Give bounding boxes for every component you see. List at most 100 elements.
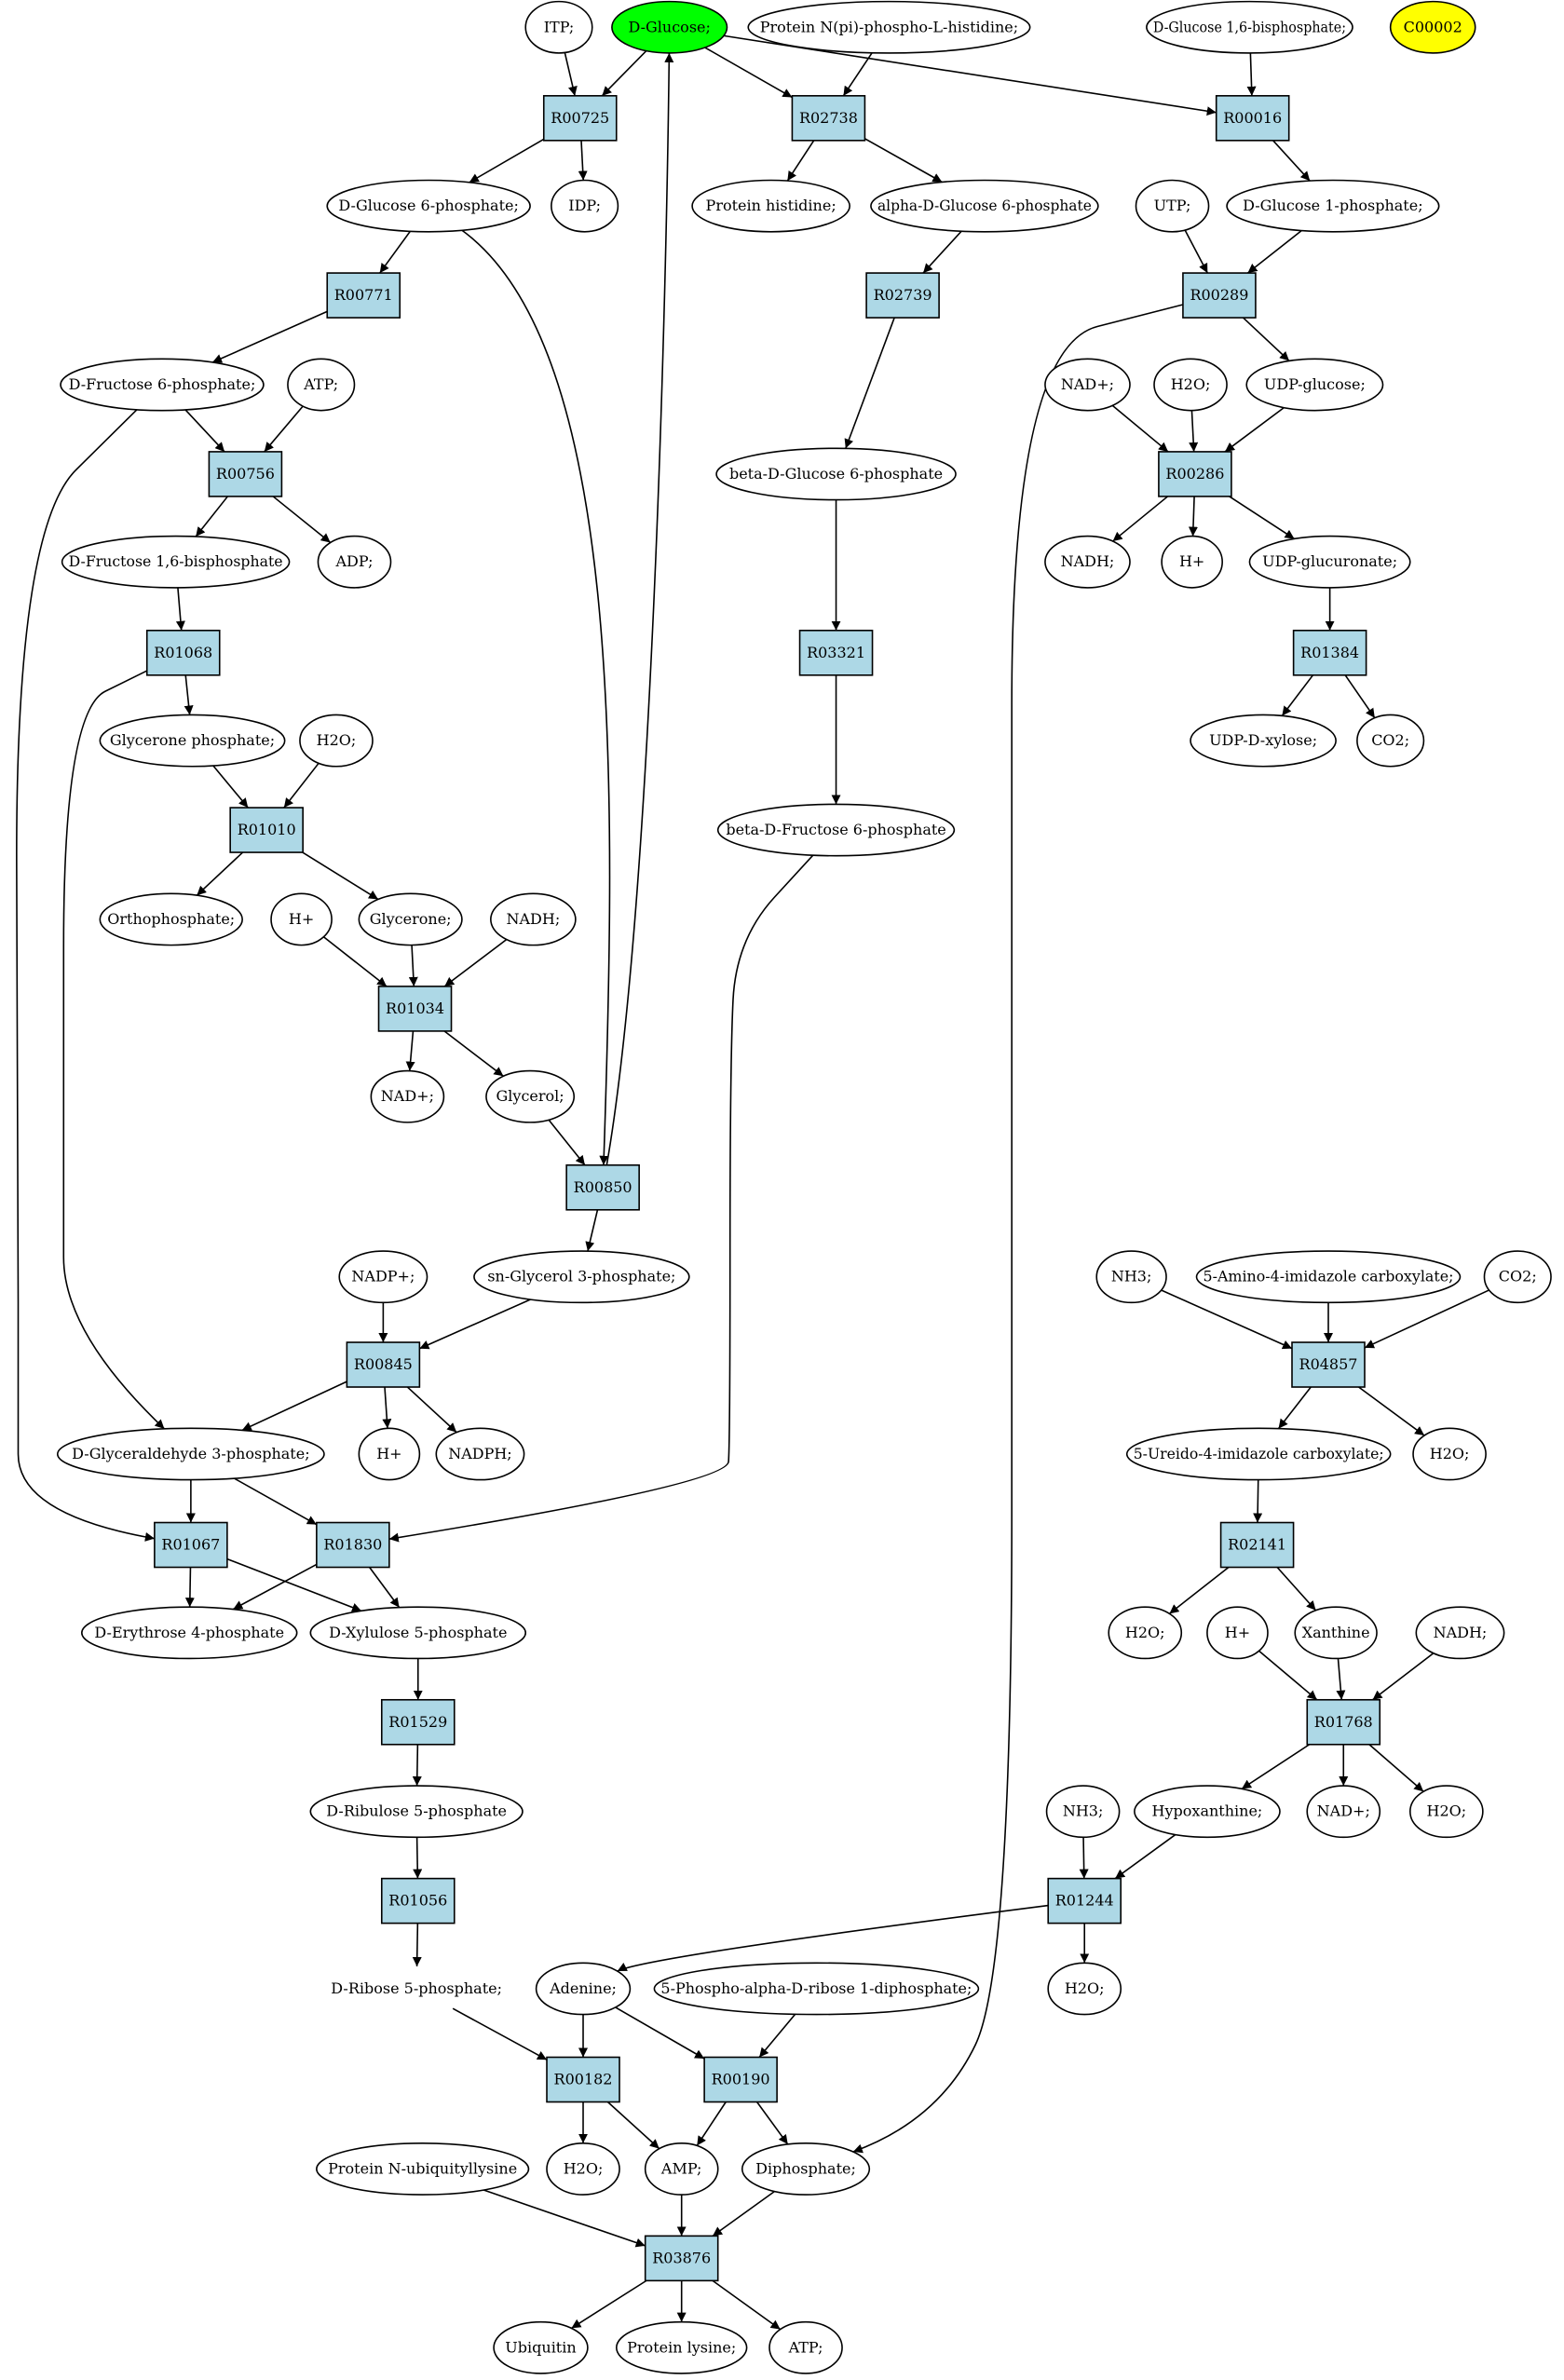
compound-node-atp2[interactable]: ATP; [768, 2320, 843, 2374]
reaction-node-r00756[interactable]: R00756 [208, 451, 283, 497]
compound-label: Hypoxanthine; [1152, 1802, 1263, 1820]
compound-node-hp1[interactable]: H+ [1161, 535, 1223, 589]
compound-node-atp1[interactable]: ATP; [287, 358, 356, 412]
compound-node-nadph[interactable]: NADPH; [435, 1427, 525, 1481]
reaction-node-r00190[interactable]: R00190 [703, 2056, 778, 2103]
compound-node-nadp2[interactable]: NAD+; [370, 1069, 445, 1123]
compound-node-nadh2[interactable]: NADH; [490, 892, 577, 946]
compound-node-bg6p[interactable]: beta-D-Glucose 6-phosphate [715, 447, 957, 501]
compound-node-nh3a[interactable]: NH3; [1095, 1250, 1167, 1304]
compound-node-udpga[interactable]: UDP-glucuronate; [1248, 535, 1411, 589]
reaction-node-r00016[interactable]: R00016 [1215, 95, 1290, 142]
reaction-node-r02141[interactable]: R02141 [1219, 1521, 1295, 1569]
compound-ellipse [741, 2142, 871, 2196]
compound-node-xan[interactable]: Xanthine [1294, 1606, 1378, 1660]
reaction-node-r03876[interactable]: R03876 [644, 2235, 719, 2282]
reaction-node-r01244[interactable]: R01244 [1047, 1877, 1122, 1924]
reaction-node-r03321[interactable]: R03321 [798, 630, 874, 676]
compound-node-nadh1[interactable]: NADH; [1044, 535, 1131, 589]
compound-node-h2o4[interactable]: H2O; [1108, 1606, 1183, 1660]
compound-node-hp4[interactable]: H+ [1206, 1606, 1269, 1660]
reaction-node-r01056[interactable]: R01056 [380, 1877, 456, 1924]
compound-node-h2o1[interactable]: H2O; [1153, 358, 1228, 412]
reaction-node-r01384[interactable]: R01384 [1292, 630, 1367, 676]
compound-node-pnph[interactable]: Protein N(pi)-phospho-L-histidine; [747, 0, 1031, 54]
compound-node-pnub[interactable]: Protein N-ubiquityllysine [316, 2142, 530, 2196]
compound-node-f16bp[interactable]: D-Fructose 1,6-bisphosphate [61, 535, 291, 589]
compound-node-hypx[interactable]: Hypoxanthine; [1134, 1785, 1281, 1839]
reaction-node-r01068[interactable]: R01068 [145, 630, 221, 676]
compound-node-udpg[interactable]: UDP-glucose; [1245, 358, 1384, 412]
compound-node-co2b[interactable]: CO2; [1483, 1250, 1552, 1304]
compound-label: D-Glucose 1,6-bisphosphate; [1153, 18, 1346, 35]
reaction-label: R03321 [807, 644, 865, 661]
compound-label: H+ [1179, 552, 1204, 570]
compound-node-co2a[interactable]: CO2; [1356, 714, 1425, 768]
reaction-node-r00725[interactable]: R00725 [542, 95, 618, 142]
compound-node-g16bp[interactable]: D-Glucose 1,6-bisphosphate; [1146, 0, 1353, 54]
compound-node-dglc[interactable]: D-Glucose; [611, 0, 728, 54]
compound-node-hp2[interactable]: H+ [270, 892, 333, 946]
compound-node-h2o3[interactable]: H2O; [1412, 1427, 1487, 1481]
compound-node-utp[interactable]: UTP; [1135, 179, 1210, 233]
compound-node-ru5p[interactable]: D-Ribulose 5-phosphate [309, 1785, 524, 1839]
reaction-node-r00845[interactable]: R00845 [346, 1341, 421, 1388]
compound-node-hp3[interactable]: H+ [358, 1427, 421, 1481]
compound-node-g1p[interactable]: D-Glucose 1-phosphate; [1226, 179, 1440, 233]
compound-node-ga3p[interactable]: D-Glyceraldehyde 3-phosphate; [56, 1427, 325, 1481]
compound-node-f6p[interactable]: D-Fructose 6-phosphate; [60, 358, 265, 412]
reaction-node-r01529[interactable]: R01529 [380, 1698, 456, 1746]
reaction-node-r02738[interactable]: R02738 [791, 95, 866, 142]
compound-node-ade[interactable]: Adenine; [535, 1962, 632, 2016]
compound-node-sng3p[interactable]: sn-Glycerol 3-phosphate; [473, 1250, 690, 1304]
reaction-node-r01034[interactable]: R01034 [377, 986, 453, 1032]
reaction-box [326, 272, 401, 319]
compound-node-glyc[interactable]: Glycerol; [485, 1069, 576, 1123]
reaction-node-r00286[interactable]: R00286 [1158, 451, 1232, 497]
compound-node-amp[interactable]: AMP; [644, 2142, 719, 2196]
compound-node-ppi[interactable]: Diphosphate; [741, 2142, 871, 2196]
reaction-node-r01768[interactable]: R01768 [1306, 1698, 1381, 1746]
compound-node-xu5p[interactable]: D-Xylulose 5-phosphate [309, 1606, 527, 1660]
compound-node-h2o5[interactable]: H2O; [1409, 1785, 1484, 1839]
reaction-node-r00771[interactable]: R00771 [326, 272, 401, 319]
compound-node-pi[interactable]: Orthophosphate; [99, 892, 243, 946]
compound-node-ubq[interactable]: Ubiquitin [493, 2320, 589, 2374]
compound-node-aica[interactable]: 5-Amino-4-imidazole carboxylate; [1195, 1250, 1462, 1304]
compound-node-h2o6[interactable]: H2O; [1047, 1962, 1122, 2016]
compound-node-bf6p[interactable]: beta-D-Fructose 6-phosphate [716, 803, 956, 857]
compound-node-h2o7[interactable]: H2O; [546, 2142, 620, 2196]
compound-node-g6p[interactable]: D-Glucose 6-phosphate; [326, 179, 531, 233]
compound-node-udpx[interactable]: UDP-D-xylose; [1190, 714, 1337, 768]
edge-r00850-to-dglc [605, 52, 674, 1165]
reaction-node-r00850[interactable]: R00850 [565, 1163, 640, 1211]
reaction-node-r04857[interactable]: R04857 [1291, 1341, 1366, 1388]
compound-node-glyn[interactable]: Glycerone; [358, 892, 463, 946]
edge-ru5p-to-r01056 [413, 1837, 423, 1879]
compound-node-prpp[interactable]: 5-Phospho-alpha-D-ribose 1-diphosphate; [653, 1962, 980, 2016]
compound-node-nh3b[interactable]: NH3; [1045, 1785, 1121, 1839]
reaction-node-r01830[interactable]: R01830 [316, 1521, 390, 1569]
compound-node-r5p[interactable]: D-Ribose 5-phosphate; [331, 1979, 502, 1997]
compound-label: Ubiquitin [505, 2338, 576, 2356]
compound-node-adp[interactable]: ADP; [317, 535, 392, 589]
compound-node-nadpp[interactable]: NADP+; [338, 1250, 428, 1304]
compound-node-c00002[interactable]: C00002 [1389, 0, 1476, 54]
compound-node-ag6p[interactable]: alpha-D-Glucose 6-phosphate [870, 179, 1099, 233]
reaction-node-r01067[interactable]: R01067 [154, 1521, 228, 1569]
reaction-node-r00289[interactable]: R00289 [1182, 272, 1257, 319]
compound-node-h2o2[interactable]: H2O; [299, 714, 374, 768]
reaction-node-r01010[interactable]: R01010 [229, 807, 304, 853]
compound-node-idp[interactable]: IDP; [551, 179, 619, 233]
compound-node-phis[interactable]: Protein histidine; [691, 179, 850, 233]
reaction-node-r02739[interactable]: R02739 [865, 272, 940, 319]
compound-node-nadp3[interactable]: NAD+; [1306, 1785, 1381, 1839]
compound-node-e4p[interactable]: D-Erythrose 4-phosphate [81, 1606, 298, 1660]
compound-node-itp[interactable]: ITP; [524, 0, 593, 54]
reaction-node-r00182[interactable]: R00182 [546, 2056, 620, 2103]
compound-node-gnp[interactable]: Glycerone phosphate; [99, 714, 286, 768]
compound-node-nadh3[interactable]: NADH; [1415, 1606, 1505, 1660]
compound-node-nadp1[interactable]: NAD+; [1044, 358, 1131, 412]
compound-node-uica[interactable]: 5-Ureido-4-imidazole carboxylate; [1125, 1427, 1392, 1481]
compound-node-plys[interactable]: Protein lysine; [615, 2320, 748, 2374]
